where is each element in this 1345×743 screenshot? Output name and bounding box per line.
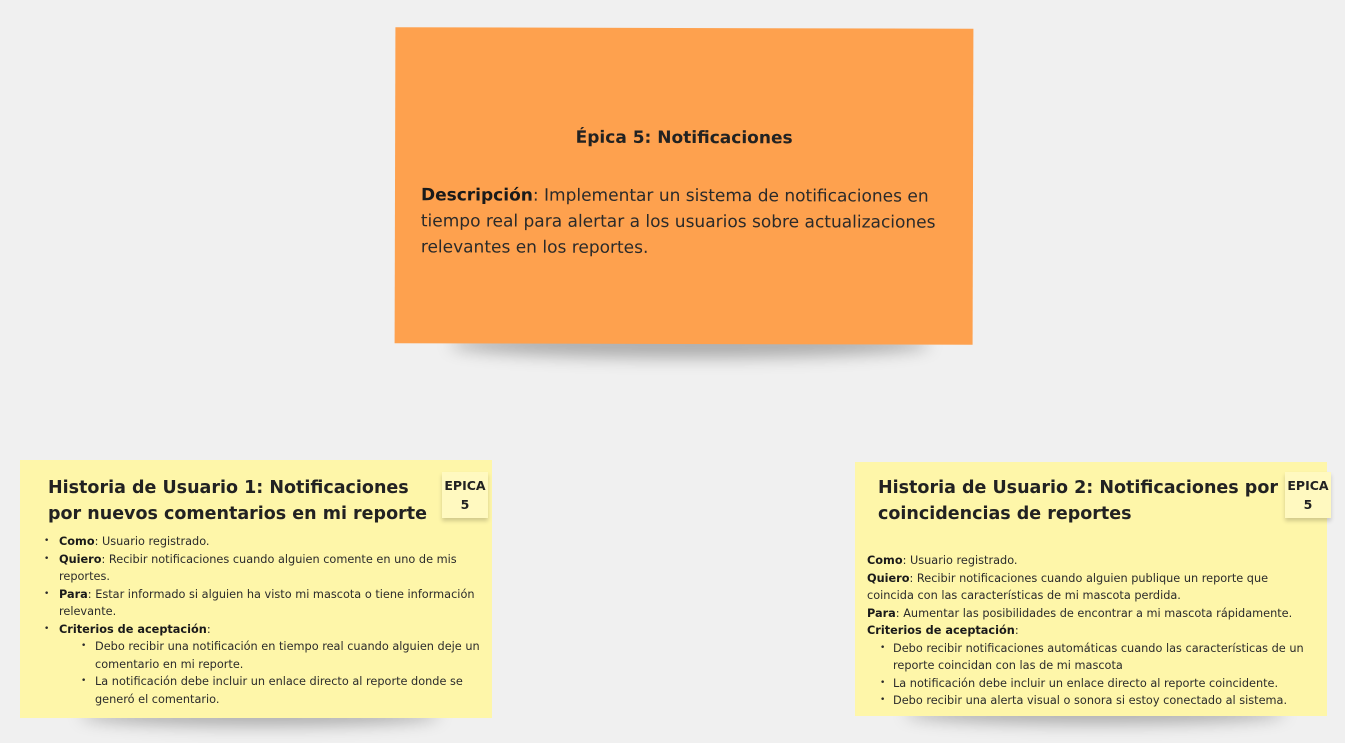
item-label: Quiero xyxy=(867,571,910,585)
story-1-body: Como: Usuario registrado. Quiero: Recibi… xyxy=(44,533,484,708)
item-text: : Usuario registrado. xyxy=(902,554,1018,567)
item-label: Como xyxy=(867,554,903,567)
item-text: : Estar informado si alguien ha visto mi… xyxy=(59,587,475,619)
list-item: Criterios de aceptación: xyxy=(867,622,1315,640)
item-label: Criterios de aceptación xyxy=(867,624,1015,637)
story-1-epic-badge[interactable]: EPICA 5 xyxy=(442,472,488,518)
list-item: Como: Usuario registrado. xyxy=(867,552,1315,570)
item-text: : xyxy=(206,622,211,636)
story-1-title: Historia de Usuario 1: Notificaciones po… xyxy=(48,478,427,524)
item-text: : Recibir notificaciones cuando alguien … xyxy=(867,571,1269,603)
epic-description-label: Descripción xyxy=(420,185,533,206)
list-item: Para: Estar informado si alguien ha vist… xyxy=(44,586,484,621)
user-story-2-sticky-note[interactable]: Historia de Usuario 2: Notificaciones po… xyxy=(855,462,1331,716)
badge-number: 5 xyxy=(1303,497,1313,512)
item-label: Para xyxy=(867,606,896,620)
list-item: Quiero: Recibir notificaciones cuando al… xyxy=(44,551,484,586)
story-2-title: Historia de Usuario 2: Notificaciones po… xyxy=(878,478,1278,524)
item-text: : Usuario registrado. xyxy=(94,535,210,548)
list-item: Quiero: Recibir notificaciones cuando al… xyxy=(867,570,1315,605)
criteria-item: La notificación debe incluir un enlace d… xyxy=(44,673,484,708)
badge-number: 5 xyxy=(460,497,470,512)
criteria-item: La notificación debe incluir un enlace d… xyxy=(867,675,1315,693)
epic-description: Descripción: Implementar un sistema de n… xyxy=(421,182,951,261)
epic-title: Épica 5: Notificaciones xyxy=(575,127,793,149)
item-text: : Recibir notificaciones cuando alguien … xyxy=(59,552,457,584)
badge-label: EPICA xyxy=(1287,478,1329,493)
criteria-item: Debo recibir una notificación en tiempo … xyxy=(44,638,484,673)
epic-sticky-note[interactable]: Épica 5: Notificaciones Descripción: Imp… xyxy=(394,27,974,345)
list-item: Como: Usuario registrado. xyxy=(44,533,484,551)
item-label: Como xyxy=(59,535,95,548)
badge-label: EPICA xyxy=(444,478,486,493)
criteria-item: Debo recibir una alerta visual o sonora … xyxy=(867,692,1315,710)
criteria-item: Debo recibir notificaciones automáticas … xyxy=(867,640,1315,675)
list-item: Para: Aumentar las posibilidades de enco… xyxy=(867,605,1315,623)
item-label: Criterios de aceptación xyxy=(59,622,207,636)
item-label: Para xyxy=(59,587,88,601)
story-2-body: Como: Usuario registrado. Quiero: Recibi… xyxy=(867,552,1315,710)
item-text: : xyxy=(1014,624,1019,637)
item-label: Quiero xyxy=(59,552,102,566)
story-2-epic-badge[interactable]: EPICA 5 xyxy=(1285,472,1331,518)
list-item: Criterios de aceptación: Debo recibir un… xyxy=(44,621,484,709)
user-story-1-sticky-note[interactable]: Historia de Usuario 1: Notificaciones po… xyxy=(20,460,492,718)
item-text: : Aumentar las posibilidades de encontra… xyxy=(895,606,1293,620)
